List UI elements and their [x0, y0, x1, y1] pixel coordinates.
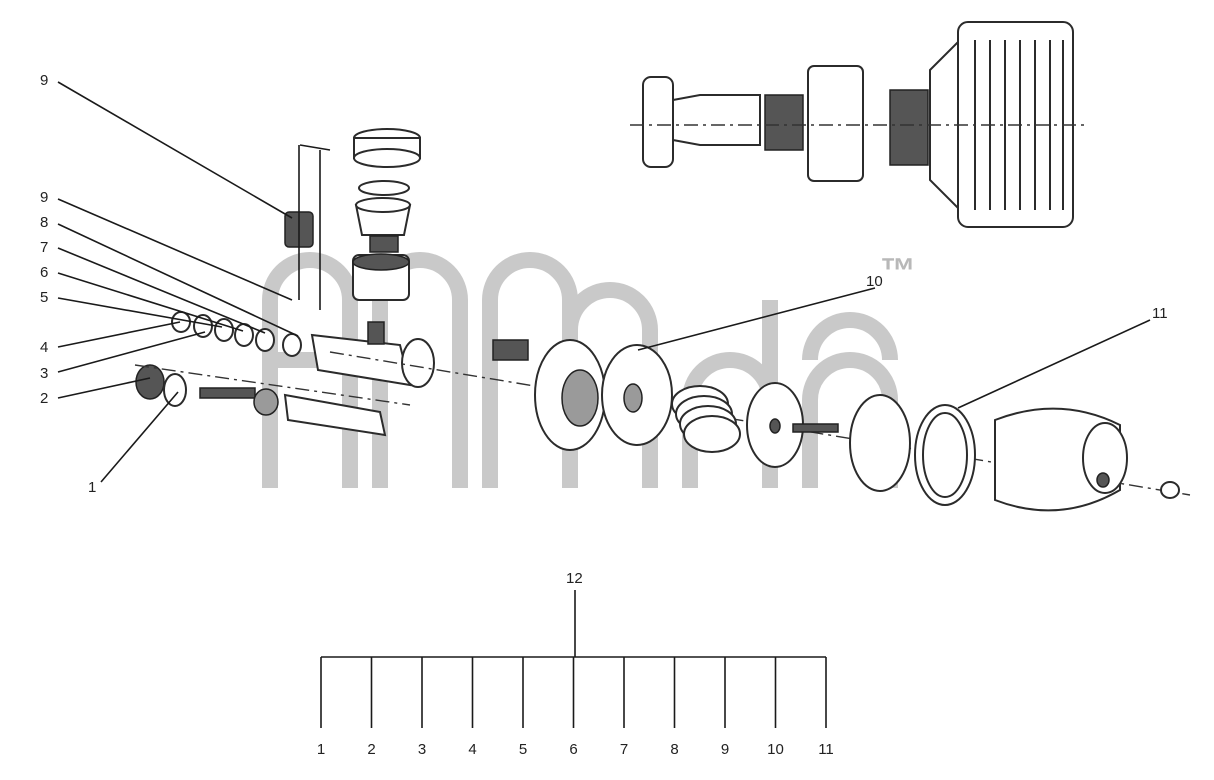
callout-leaders — [57, 81, 1151, 483]
tree-child-label-11: 11 — [818, 741, 834, 758]
callout-8: 8 — [40, 214, 48, 231]
tree-child-label-7: 7 — [620, 741, 628, 758]
callout-3: 3 — [40, 365, 48, 382]
callout-4: 4 — [40, 339, 48, 356]
tree-child-label-8: 8 — [670, 741, 678, 758]
trademark-mark: ™ — [880, 250, 916, 291]
tree-child-label-10: 10 — [767, 741, 784, 758]
left-assembly — [134, 311, 1191, 496]
callout-11: 11 — [1152, 305, 1168, 322]
valve-stack — [284, 128, 421, 310]
callout-6: 6 — [40, 264, 48, 281]
callout-7: 7 — [40, 239, 48, 256]
callout-9-upper: 9 — [40, 72, 48, 89]
callout-1: 1 — [88, 479, 96, 496]
callout-labels: 9 9 8 7 6 5 4 3 2 1 10 11 — [40, 72, 1168, 496]
callout-9-lower: 9 — [40, 189, 48, 206]
motor-assembly-top — [630, 21, 1085, 228]
callout-10: 10 — [866, 273, 883, 290]
tree-child-label-3: 3 — [418, 741, 426, 758]
pump-parts-center — [492, 339, 1180, 512]
tree-child-label-9: 9 — [721, 741, 729, 758]
tree-child-label-4: 4 — [468, 741, 476, 758]
callout-2: 2 — [40, 390, 48, 407]
tree-child-label-1: 1 — [317, 741, 325, 758]
tree-child-label-6: 6 — [569, 741, 577, 758]
callout-5: 5 — [40, 289, 48, 306]
tree-root-label: 12 — [566, 570, 583, 587]
tree-child-label-5: 5 — [519, 741, 527, 758]
tree-child-label-2: 2 — [367, 741, 375, 758]
